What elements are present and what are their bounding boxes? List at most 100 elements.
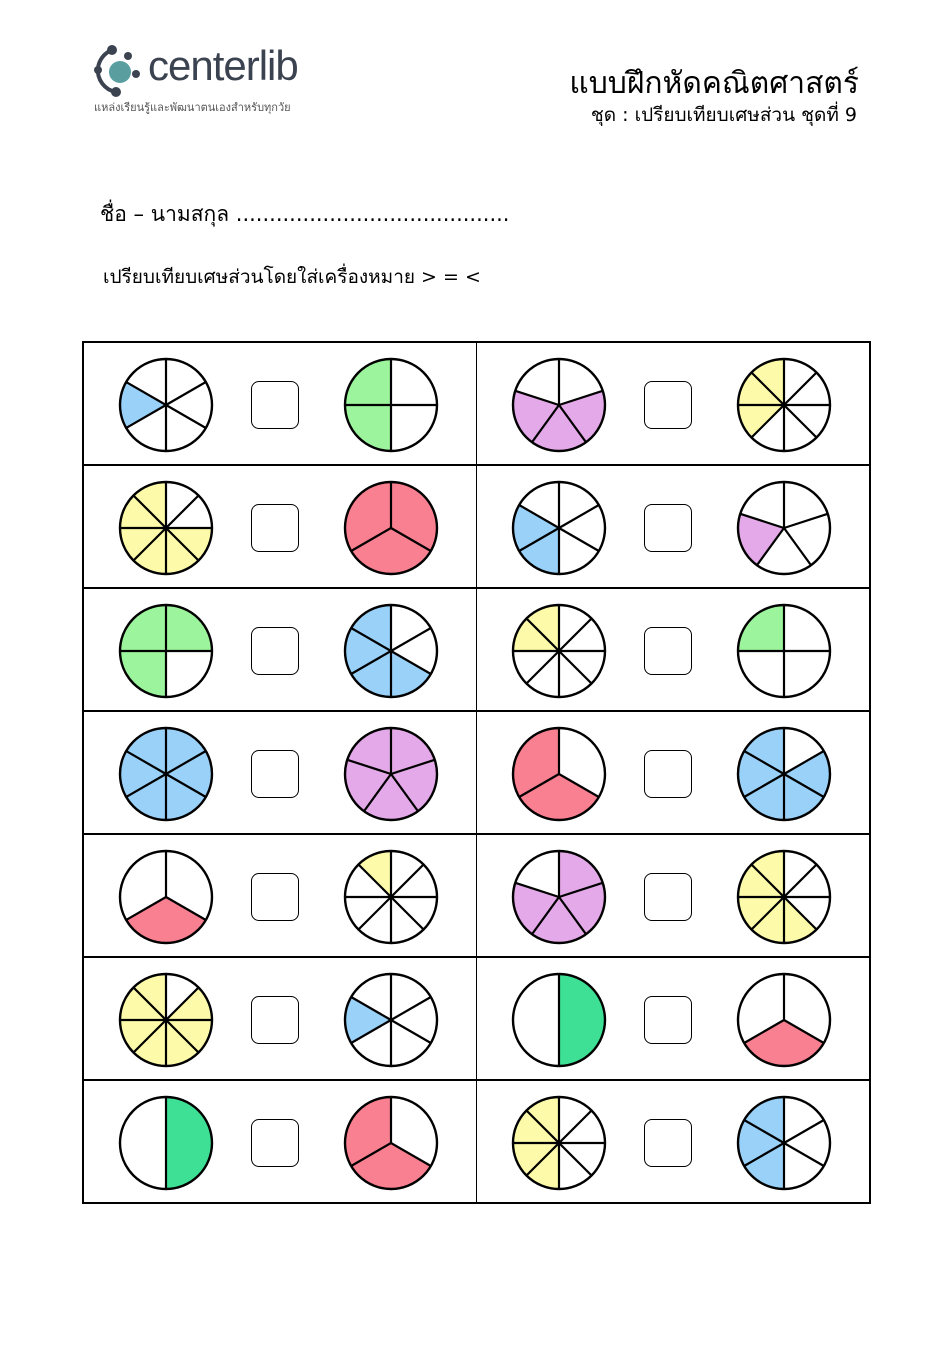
pie-slice-empty [166, 651, 212, 697]
answer-box[interactable] [251, 627, 299, 675]
pie-divider [390, 773, 419, 812]
comparison-problem [84, 712, 477, 833]
pie-divider [783, 773, 825, 798]
comparison-problem [477, 712, 869, 833]
fraction-pie-left [511, 480, 607, 576]
pie-slice-shaded [559, 390, 605, 443]
answer-box[interactable] [251, 1119, 299, 1167]
answer-box[interactable] [251, 873, 299, 921]
pie-slice-empty [345, 864, 391, 897]
pie-slice-shaded [738, 751, 784, 797]
student-name-field[interactable]: ชื่อ – นามสกุล .........................… [100, 202, 510, 226]
pie-divider [750, 896, 785, 931]
answer-box[interactable] [644, 627, 692, 675]
pie-divider [783, 527, 812, 566]
fraction-pie-left [118, 726, 214, 822]
exercise-row [84, 466, 869, 589]
pie-slice-shaded [738, 372, 784, 405]
pie-divider [783, 863, 818, 898]
pie-slice-empty [784, 605, 830, 651]
pie-slice-shaded [738, 897, 784, 930]
fraction-pie-left [511, 726, 607, 822]
answer-box[interactable] [644, 996, 692, 1044]
pie-divider [783, 1119, 825, 1144]
answer-box[interactable] [644, 1119, 692, 1167]
pie-slice-empty [166, 482, 199, 528]
comparison-problem [84, 958, 477, 1079]
pie-outline [118, 1095, 214, 1191]
pie-slice-shaded [738, 513, 784, 566]
pie-slice-empty [751, 405, 784, 451]
pie-divider [750, 404, 785, 439]
answer-box[interactable] [251, 504, 299, 552]
fraction-pie-right [736, 972, 832, 1068]
answer-box[interactable] [644, 381, 692, 429]
pie-divider [390, 896, 425, 931]
comparison-problem [477, 466, 869, 587]
pie-slice-empty [559, 618, 605, 651]
answer-box[interactable] [644, 873, 692, 921]
pie-outline [736, 1095, 832, 1191]
pie-divider [350, 627, 392, 652]
fraction-pie-left [118, 603, 214, 699]
comparison-problem [84, 589, 477, 710]
pie-slice-shaded [120, 1020, 166, 1053]
pie-slice-shaded [120, 528, 166, 561]
pie-slice-shaded [120, 751, 166, 797]
answer-box[interactable] [644, 504, 692, 552]
exercise-row [84, 712, 869, 835]
pie-divider [783, 512, 829, 530]
pie-outline [736, 603, 832, 699]
pie-slice-shaded [166, 605, 212, 651]
pie-divider [350, 1142, 392, 1167]
answer-box[interactable] [251, 996, 299, 1044]
answer-box[interactable] [644, 750, 692, 798]
pie-slice-empty [784, 513, 830, 566]
pie-divider [165, 986, 200, 1021]
pie-outline [118, 972, 214, 1068]
pie-divider [125, 773, 167, 798]
pie-divider [390, 650, 432, 675]
pie-divider [165, 773, 207, 798]
pie-slice-shaded [513, 882, 559, 935]
pie-divider [518, 773, 560, 798]
pie-outline [343, 849, 439, 945]
comparison-problem [477, 1081, 869, 1202]
pie-slice-empty [391, 359, 437, 405]
pie-divider [125, 404, 167, 429]
pie-slice-empty [513, 651, 559, 684]
fraction-pie-left [511, 972, 607, 1068]
pie-divider [750, 863, 785, 898]
fraction-pie-right [736, 480, 832, 576]
comparison-problem [477, 589, 869, 710]
pie-divider [558, 389, 604, 407]
comparison-problem [84, 1081, 477, 1202]
pie-divider [165, 750, 207, 775]
pie-outline [118, 726, 214, 822]
pie-divider [525, 1109, 560, 1144]
pie-outline [343, 1095, 439, 1191]
pie-divider [357, 896, 392, 931]
pie-divider [350, 527, 392, 552]
pie-slice-empty [345, 897, 391, 930]
pie-divider [750, 371, 785, 406]
pie-outline [343, 357, 439, 453]
pie-divider [756, 527, 785, 566]
comparison-problem [477, 343, 869, 464]
answer-box[interactable] [251, 750, 299, 798]
answer-box[interactable] [251, 381, 299, 429]
pie-divider [390, 527, 432, 552]
pie-divider [165, 896, 207, 921]
pie-slice-shaded [166, 1020, 199, 1066]
pie-slice-empty [391, 851, 424, 897]
pie-slice-empty [784, 864, 830, 897]
pie-divider [783, 1142, 825, 1167]
pie-divider [558, 504, 600, 529]
pie-divider [350, 996, 392, 1021]
pie-slice-shaded [133, 528, 166, 574]
pie-divider [363, 773, 392, 812]
logo-tagline: แหล่งเรียนรู้และพัฒนาตนเองสำหรับทุกวัย [94, 101, 291, 114]
pie-slice-shaded [738, 1120, 784, 1166]
pie-divider [783, 750, 825, 775]
pie-slice-shaded [166, 987, 212, 1020]
